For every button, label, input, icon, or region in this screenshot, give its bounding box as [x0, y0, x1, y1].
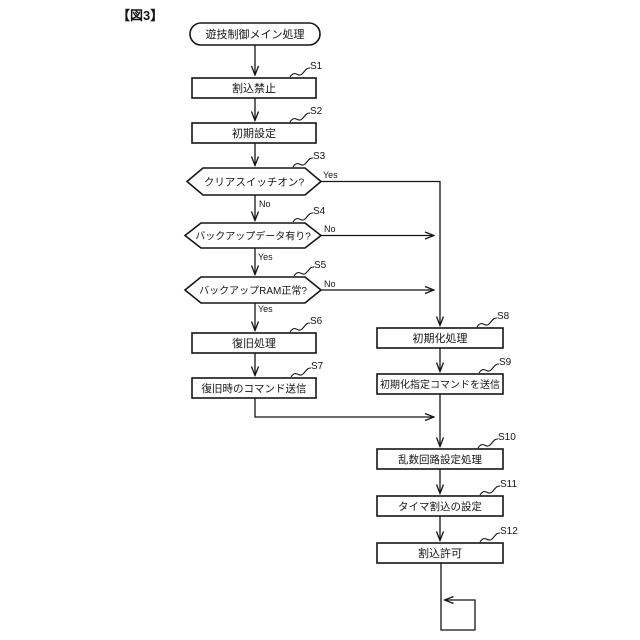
leader-s3: [292, 157, 314, 168]
node-s5-label: バックアップRAM正常?: [199, 284, 307, 297]
node-s4-label: バックアップデータ有り?: [195, 230, 311, 243]
leader-s5: [293, 266, 315, 277]
edge-s7-to-junction: [254, 398, 434, 417]
step-label-s12: S12: [500, 526, 518, 537]
node-s6: 復旧処理: [191, 332, 317, 354]
branch-label-s5-no: No: [324, 279, 336, 289]
node-s8-label: 初期化処理: [413, 331, 468, 345]
process-box: [376, 327, 504, 349]
process-box: [191, 77, 317, 99]
process-box: [376, 542, 504, 564]
node-s9-label: 初期化指定コマンドを送信: [380, 378, 500, 391]
leader-s10: [477, 438, 499, 449]
leader-s8: [476, 317, 498, 328]
branch-label-s3-no: No: [259, 199, 271, 209]
branch-label-s4-no: No: [324, 224, 336, 234]
step-label-s9: S9: [499, 357, 512, 368]
node-s11-label: タイマ割込の設定: [398, 500, 482, 513]
node-s7: 復旧時のコマンド送信: [191, 377, 317, 399]
step-label-s2: S2: [310, 106, 323, 117]
decision-shape: [183, 222, 323, 249]
node-s4: バックアップデータ有り?: [183, 222, 323, 249]
leader-s9: [478, 363, 500, 374]
node-s11: タイマ割込の設定: [376, 495, 504, 517]
node-s5: バックアップRAM正常?: [183, 276, 323, 304]
leader-s7: [290, 367, 312, 378]
branch-label-s4-yes: Yes: [258, 252, 273, 262]
figure-label: 【図3】: [117, 8, 163, 23]
step-label-s1: S1: [310, 61, 323, 72]
node-s1-label: 割込禁止: [232, 81, 276, 95]
leader-s1: [289, 67, 311, 78]
node-s1: 割込禁止: [191, 77, 317, 99]
step-label-s7: S7: [311, 361, 324, 372]
process-box: [376, 448, 504, 470]
step-label-s3: S3: [313, 151, 326, 162]
step-labels: S1 S2 S3 S4 S5 S6 S7 S8 S9 S10 S11 S12: [289, 61, 518, 543]
node-start: 遊技制御メイン処理: [189, 22, 321, 46]
node-s2-label: 初期設定: [232, 126, 276, 140]
node-s7-label: 復旧時のコマンド送信: [202, 382, 307, 395]
process-box: [376, 373, 504, 395]
branch-label-s5-yes: Yes: [258, 304, 273, 314]
step-label-s6: S6: [310, 316, 323, 327]
step-label-s8: S8: [497, 311, 510, 322]
start-label: 遊技制御メイン処理: [206, 27, 305, 41]
edge-s12-infinite-loop: [440, 563, 476, 631]
step-label-s5: S5: [314, 260, 327, 271]
node-s3: クリアスイッチオン?: [185, 167, 323, 196]
leader-s12: [479, 532, 501, 543]
node-s10-label: 乱数回路設定処理: [398, 453, 482, 466]
node-s12: 割込許可: [376, 542, 504, 564]
node-s10: 乱数回路設定処理: [376, 448, 504, 470]
leader-s2: [289, 112, 311, 123]
node-s6-label: 復旧処理: [232, 337, 276, 350]
leader-s11: [479, 485, 501, 496]
terminator-shape: [189, 22, 321, 46]
branch-label-s3-yes: Yes: [323, 170, 338, 180]
node-s8: 初期化処理: [376, 327, 504, 349]
node-s2: 初期設定: [191, 122, 317, 144]
node-s3-label: クリアスイッチオン?: [204, 177, 304, 189]
process-box: [191, 122, 317, 144]
node-s9: 初期化指定コマンドを送信: [376, 373, 504, 395]
process-box: [191, 377, 317, 399]
step-label-s10: S10: [498, 432, 516, 443]
leader-s4: [292, 212, 314, 223]
decision-shape: [183, 276, 323, 304]
edge-s3-yes-to-s8: [321, 180, 440, 326]
decision-shape: [185, 167, 323, 196]
step-label-s11: S11: [500, 479, 517, 490]
leader-s6: [289, 322, 311, 333]
node-s12-label: 割込許可: [418, 546, 462, 560]
process-box: [376, 495, 504, 517]
process-box: [191, 332, 317, 354]
branch-labels: Yes No No Yes No Yes: [258, 170, 338, 314]
step-label-s4: S4: [313, 206, 326, 217]
